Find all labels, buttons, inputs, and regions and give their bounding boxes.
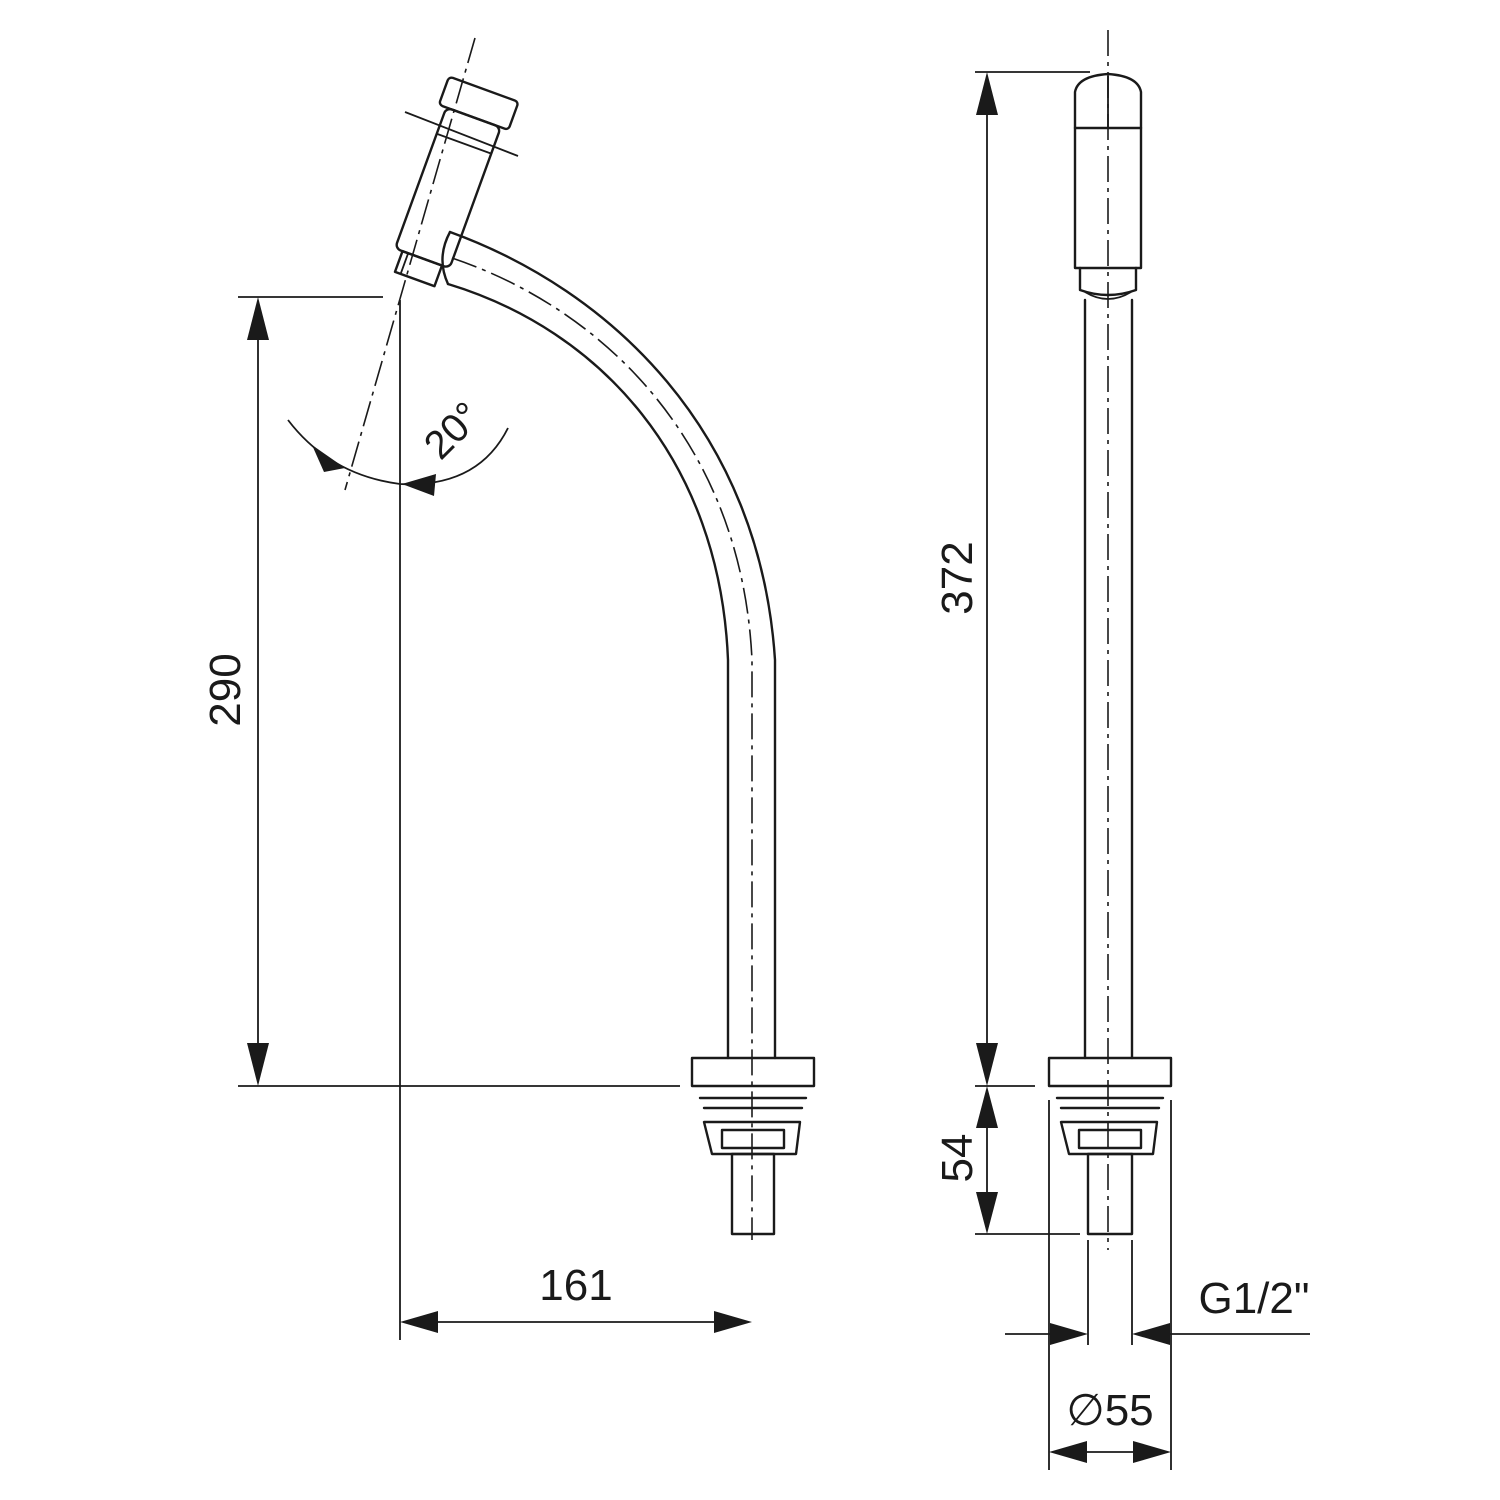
dimension-290-label: 290 [201, 653, 250, 726]
dimension-372: 372 [933, 71, 1090, 1087]
spout-head [393, 76, 519, 288]
side-view: 290 20° 161 [201, 37, 816, 1340]
dimension-54-label: 54 [933, 1134, 982, 1183]
head-cross-axis [404, 111, 519, 157]
front-head [1073, 72, 1143, 300]
head-axis [344, 37, 476, 491]
front-mounting [1047, 1056, 1173, 1236]
angle-label: 20° [416, 394, 490, 468]
dimension-thread: G1/2" [1005, 1240, 1310, 1345]
thread-label: G1/2" [1198, 1274, 1309, 1323]
side-mounting [690, 1056, 816, 1236]
front-view: 372 54 G1/2" ∅55 [933, 30, 1310, 1470]
diameter-label: ∅55 [1066, 1386, 1153, 1435]
dimension-54: 54 [933, 1086, 1080, 1235]
dimension-diameter: ∅55 [1048, 1100, 1172, 1470]
dimension-161-label: 161 [539, 1261, 612, 1310]
dimension-372-label: 372 [933, 541, 982, 614]
dimension-161: 161 [400, 1261, 752, 1333]
dimension-290: 290 [201, 296, 680, 1087]
dimension-angle: 20° [287, 394, 509, 496]
spout-tube [441, 230, 777, 1240]
